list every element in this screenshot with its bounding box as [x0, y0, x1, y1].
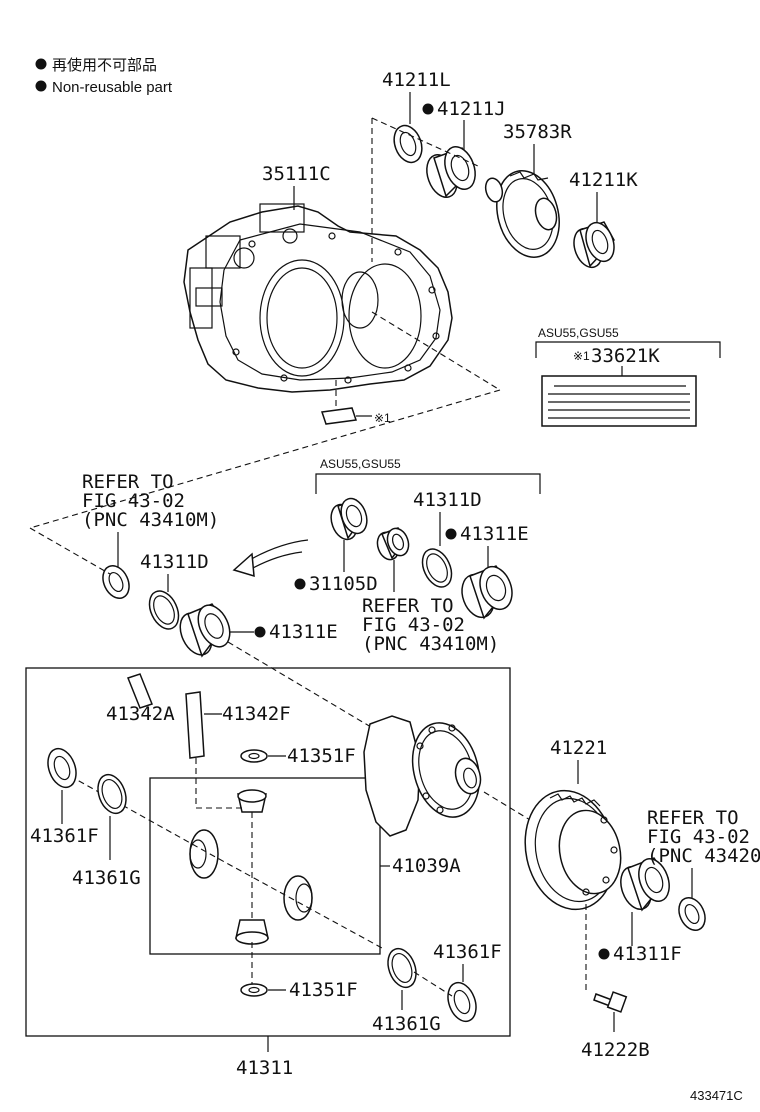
refer-left-line3: (PNC 43410M): [82, 509, 219, 531]
bearing-41211K: [573, 221, 615, 269]
part-41351F-a: 41351F: [287, 745, 356, 767]
part-35111C: 35111C: [262, 163, 331, 185]
refer-right: REFER TO FIG 43-02 (PNC 43420H: [647, 807, 760, 867]
note-mark-2: ※1: [573, 349, 590, 363]
caution-label-33621K: [541, 375, 697, 427]
bearing-41311E-b: [461, 565, 513, 620]
washer-41311D-b: [421, 548, 453, 588]
part-35783R: 35783R: [503, 121, 572, 143]
washer-41311D-a: [148, 590, 180, 630]
refer-right-line2: FIG 43-02: [647, 826, 750, 848]
group-label-top: ASU55,GSU55: [538, 326, 619, 340]
differential-case: [363, 715, 482, 837]
ring-gear-41221: [524, 789, 622, 911]
legend-dot-jp: [35, 58, 47, 70]
bearing-41311F: [620, 857, 670, 912]
refer-right-line3: (PNC 43420H: [647, 845, 760, 867]
legend-text-jp: 再使用不可部品: [52, 57, 157, 74]
seal-left: [102, 565, 130, 599]
seal-mid: [376, 527, 410, 561]
part-41342A: 41342A: [106, 703, 175, 725]
pin-41342A: [127, 673, 153, 709]
bearing-41211J: [426, 146, 476, 198]
part-41361F-b: 41361F: [433, 941, 502, 963]
part-41211J: 41211J: [437, 98, 506, 120]
refer-right-line1: REFER TO: [647, 807, 739, 829]
part-41221: 41221: [550, 737, 607, 759]
refer-left-line1: REFER TO: [82, 471, 174, 493]
note-mark: ※1: [374, 411, 391, 425]
side-gear-right: [283, 875, 313, 921]
transaxle-housing-group: [183, 203, 453, 393]
note-label-small: ※1: [321, 407, 391, 425]
washer-41361G-a: [97, 773, 127, 815]
group-label-mid: ASU55,GSU55: [320, 457, 401, 471]
part-41211K: 41211K: [569, 169, 638, 191]
shaft-41342F: [185, 691, 205, 759]
bearing-41311E-a: [179, 603, 231, 658]
part-41342F: 41342F: [222, 703, 291, 725]
refer-mid: REFER TO FIG 43-02 (PNC 43410M): [362, 595, 499, 655]
washer-41361F-a: [47, 747, 77, 789]
part-33621K: 33621K: [591, 345, 660, 367]
refer-mid-line3: (PNC 43410M): [362, 633, 499, 655]
part-41311D-b: 41311D: [413, 489, 482, 511]
part-31105D: 31105D: [309, 573, 378, 595]
legend-text-en: Non-reusable part: [52, 79, 173, 96]
refer-mid-line1: REFER TO: [362, 595, 454, 617]
washer-41361G-b: [387, 947, 417, 989]
legend: 再使用不可部品 Non-reusable part: [35, 57, 173, 96]
gear-35783R: [484, 170, 560, 258]
part-41361G-a: 41361G: [72, 867, 141, 889]
bolt-41222B: [593, 991, 628, 1013]
part-41311: 41311: [236, 1057, 293, 1079]
part-41311D-a: 41311D: [140, 551, 209, 573]
side-gear-left: [189, 829, 219, 879]
part-41222B: 41222B: [581, 1039, 650, 1061]
figure-id: 433471C: [690, 1088, 743, 1103]
part-41039A: 41039A: [392, 855, 461, 877]
seal-right: [678, 897, 706, 931]
part-41311F: 41311F: [613, 943, 682, 965]
seal-31105D: [330, 497, 368, 541]
refer-mid-line2: FIG 43-02: [362, 614, 465, 636]
washer-41361F-b: [447, 981, 477, 1023]
part-41351F-b: 41351F: [289, 979, 358, 1001]
part-41311E-a: 41311E: [269, 621, 338, 643]
part-41311E-b: 41311E: [460, 523, 529, 545]
refer-left: REFER TO FIG 43-02 (PNC 43410M): [82, 471, 219, 531]
transaxle-housing: [183, 205, 453, 393]
washer-41351F-a: [240, 749, 268, 763]
part-41361F-a: 41361F: [30, 825, 99, 847]
legend-dot-en: [35, 80, 47, 92]
part-41211L: 41211L: [382, 69, 451, 91]
washer-41351F-b: [240, 983, 268, 997]
pinion-gear-bottom: [235, 919, 269, 945]
part-41361G-b: 41361G: [372, 1013, 441, 1035]
refer-left-line2: FIG 43-02: [82, 490, 185, 512]
pinion-gear-top: [237, 789, 267, 813]
